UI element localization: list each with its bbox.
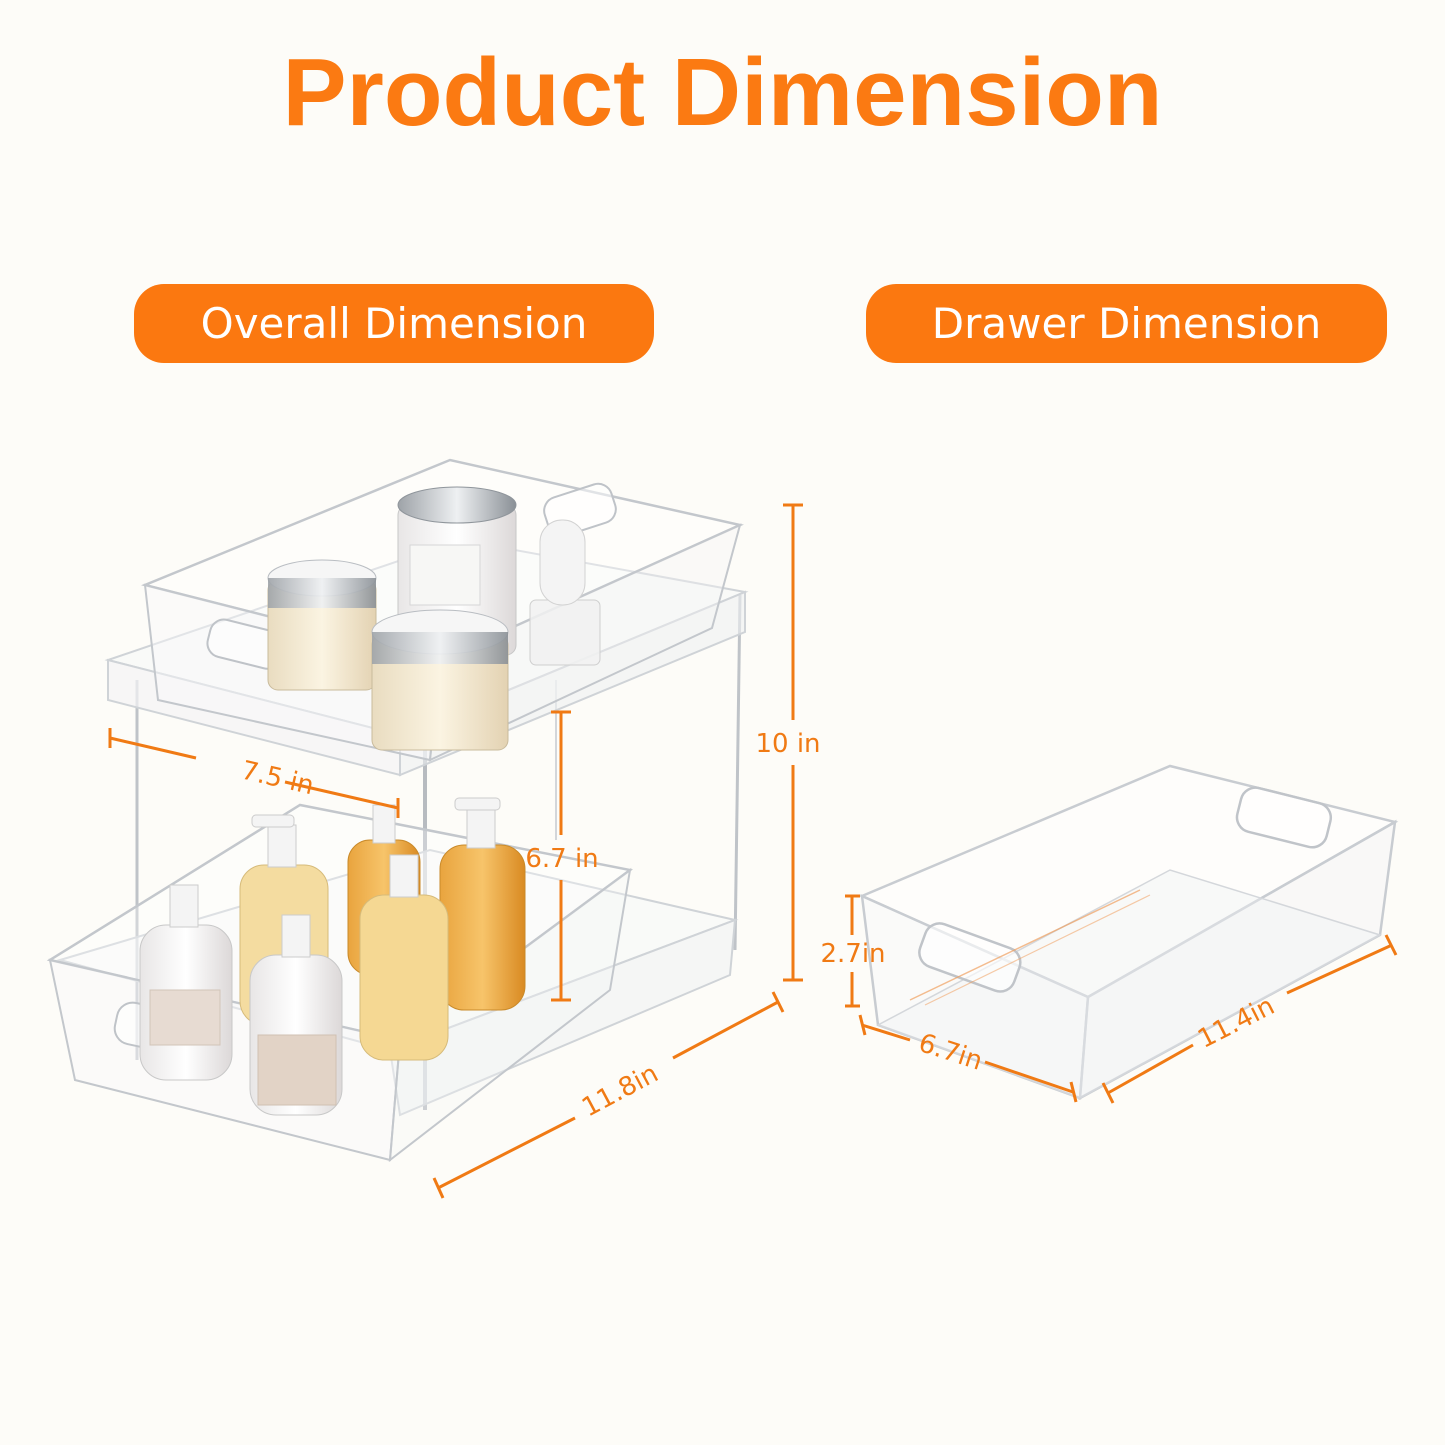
dim-drawer-height: 2.7in: [820, 939, 885, 969]
dim-tier-gap: 6.7 in: [525, 844, 598, 874]
page-title: Product Dimension: [282, 39, 1163, 146]
drawer-dimension-badge: Drawer Dimension: [866, 284, 1387, 363]
jars: [267, 486, 601, 751]
dim-total-height: 10 in: [755, 729, 820, 759]
dim-top-width: 7.5 in: [238, 756, 316, 802]
pump-bottles: [139, 797, 526, 1116]
dimension-lines: [108, 503, 1398, 1199]
overall-dimension-badge: Overall Dimension: [134, 284, 654, 363]
drawer-bin: [858, 764, 1399, 1101]
dim-depth: 11.8in: [577, 1059, 663, 1124]
